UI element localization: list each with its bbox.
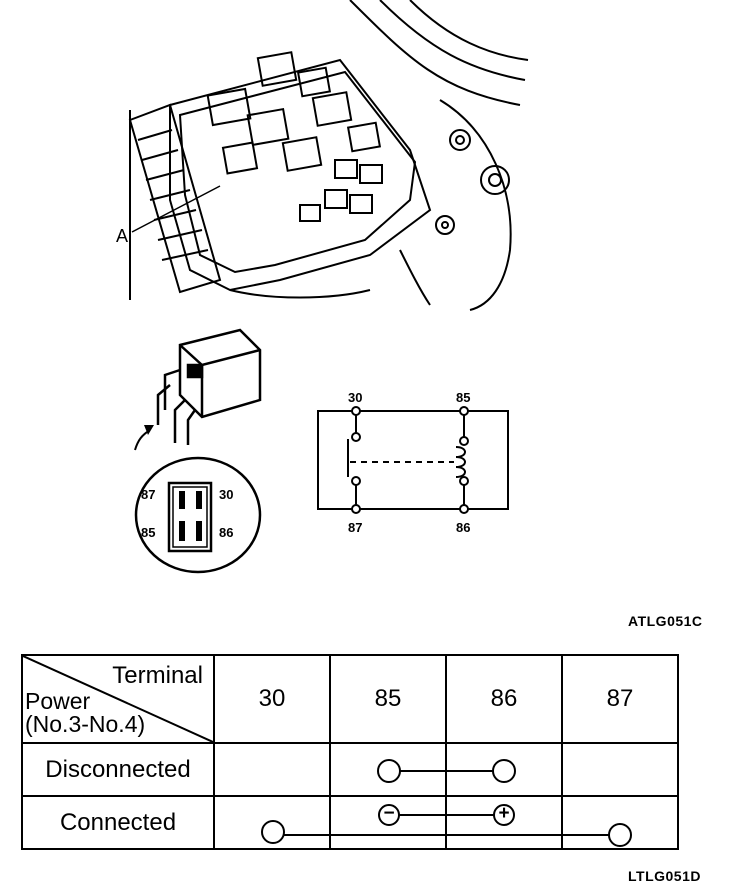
relay-pin-face-outline xyxy=(134,456,262,574)
cell xyxy=(329,742,447,797)
figure-code-top: ATLG051C xyxy=(628,613,703,629)
cell xyxy=(445,742,563,797)
table-header-row: Terminal Power (No.3-No.4) 30 85 86 87 xyxy=(21,654,679,744)
relay-pin-face: 87 30 85 86 xyxy=(133,455,263,575)
col-header-30: 30 xyxy=(213,654,331,744)
relay-schematic xyxy=(317,406,509,514)
table-row: Disconnected xyxy=(21,742,679,797)
col-header-85: 85 xyxy=(329,654,447,744)
row-label-disconnected: Disconnected xyxy=(21,742,215,797)
row-label-connected: Connected xyxy=(21,795,215,850)
callout-leader-line xyxy=(131,185,221,233)
pin-label-30: 30 xyxy=(219,487,234,502)
header-power-line2: (No.3-No.4) xyxy=(25,711,146,737)
cell xyxy=(561,742,679,797)
table-corner-header: Terminal Power (No.3-No.4) xyxy=(21,654,215,744)
cell xyxy=(561,795,679,850)
schematic-terminal-86: 86 xyxy=(456,520,471,535)
polarity-plus-86: + xyxy=(498,803,510,824)
relay-box-illustration xyxy=(128,0,529,311)
continuity-table: Terminal Power (No.3-No.4) 30 85 86 87 D… xyxy=(21,654,679,850)
pin-label-85: 85 xyxy=(141,525,156,540)
col-header-87: 87 xyxy=(561,654,679,744)
table-row: Connected xyxy=(21,795,679,850)
pin-label-86: 86 xyxy=(219,525,234,540)
cell xyxy=(213,795,331,850)
cell xyxy=(213,742,331,797)
polarity-minus-85: − xyxy=(383,803,395,824)
schematic-terminal-85: 85 xyxy=(456,390,471,405)
header-power: Power (No.3-No.4) xyxy=(25,690,145,736)
figure-code-bottom: LTLG051D xyxy=(628,868,701,884)
callout-label-a: A xyxy=(116,226,129,246)
pin-label-87: 87 xyxy=(141,487,156,502)
relay-part-illustration xyxy=(134,328,262,451)
schematic-terminal-87: 87 xyxy=(348,520,363,535)
header-terminal: Terminal xyxy=(112,662,203,689)
header-power-line1: Power xyxy=(25,688,91,714)
schematic-terminal-30: 30 xyxy=(348,390,363,405)
corner-diagonal xyxy=(23,656,213,742)
col-header-86: 86 xyxy=(445,654,563,744)
